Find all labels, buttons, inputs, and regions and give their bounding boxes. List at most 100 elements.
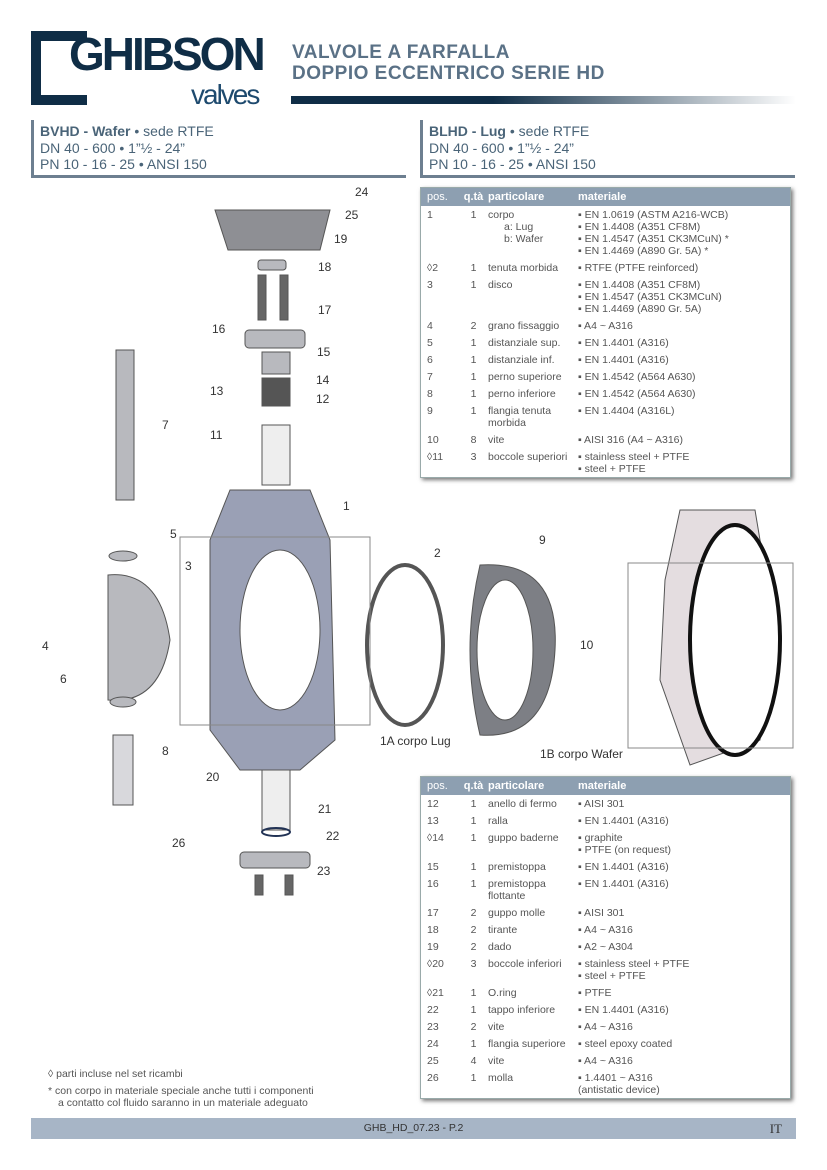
material-line: ▪ steel + PTFE bbox=[578, 970, 646, 982]
part-line: vite bbox=[488, 434, 505, 446]
ghibson-logo: GHIBSON valves bbox=[31, 31, 281, 109]
part-line: O.ring bbox=[488, 987, 517, 999]
document-code: GHB_HD_07.23 - P.2 bbox=[363, 1122, 464, 1134]
material-line: ▪ A4 ~ A316 bbox=[578, 924, 633, 936]
material-line: ▪ AISI 301 bbox=[578, 907, 625, 919]
part-cell: guppo baderne bbox=[486, 832, 578, 856]
part-line: perno superiore bbox=[488, 371, 562, 383]
top-flange bbox=[214, 209, 331, 251]
part-cell: anello di fermo bbox=[486, 798, 578, 810]
material-line: ▪ PTFE bbox=[578, 987, 612, 999]
pos-cell: 16 bbox=[427, 878, 439, 890]
material-line: ▪ EN 1.4401 (A316) bbox=[578, 815, 669, 827]
part-line: disco bbox=[488, 279, 513, 291]
material-line: ▪ EN 1.4401 (A316) bbox=[578, 354, 669, 366]
callout-16: 16 bbox=[212, 322, 226, 336]
part-line: guppo baderne bbox=[488, 832, 559, 844]
seat-ring bbox=[365, 563, 445, 727]
dn-range: DN 40 - 600 • 1”½ - 24” bbox=[429, 139, 574, 156]
part-cell: flangia superiore bbox=[486, 1038, 578, 1050]
header-pos: pos. bbox=[427, 191, 448, 203]
pos-cell: 12 bbox=[427, 798, 439, 810]
pos-cell: 7 bbox=[427, 371, 433, 383]
seat: • sede RTFE bbox=[505, 123, 590, 139]
table-row: 7 1 perno superiore ▪ EN 1.4542 (A564 A630) bbox=[421, 368, 790, 385]
gland-flange bbox=[244, 329, 306, 349]
qty-cell: 1 bbox=[470, 1072, 477, 1084]
pos-cell: 22 bbox=[427, 1004, 439, 1016]
material-line: ▪ EN 1.4404 (A316L) bbox=[578, 405, 675, 417]
part-cell: molla bbox=[486, 1072, 578, 1096]
callout-5: 5 bbox=[170, 527, 177, 541]
header-material: materiale bbox=[578, 191, 627, 203]
material-line: ▪ EN 1.4542 (A564 A630) bbox=[578, 388, 696, 400]
bolt bbox=[284, 874, 294, 896]
pos-cell: 9 bbox=[427, 405, 433, 417]
pn-range: PN 10 - 16 - 25 • ANSI 150 bbox=[40, 156, 207, 172]
material-cell: ▪ EN 1.4542 (A564 A630) bbox=[578, 371, 790, 383]
model-name: BVHD - Wafer bbox=[40, 123, 131, 139]
part-line: grano fissaggio bbox=[488, 320, 560, 332]
material-cell: ▪ EN 1.4404 (A316L) bbox=[578, 405, 790, 429]
material-line: ▪ stainless steel + PTFE bbox=[578, 451, 690, 463]
material-cell: ▪ A4 ~ A316 bbox=[578, 1055, 790, 1067]
part-cell: vite bbox=[486, 1055, 578, 1067]
dn-range: DN 40 - 600 • 1”½ - 24” bbox=[40, 139, 185, 156]
callout-12: 12 bbox=[316, 392, 330, 406]
material-line: ▪ graphite bbox=[578, 832, 623, 844]
qty-cell: 1 bbox=[470, 337, 477, 349]
material-cell: ▪ EN 1.4408 (A351 CF8M)▪ EN 1.4547 (A351… bbox=[578, 279, 790, 315]
material-line: ▪ A2 ~ A304 bbox=[578, 941, 633, 953]
material-cell: ▪ RTFE (PTFE reinforced) bbox=[578, 262, 790, 274]
upper-stem bbox=[115, 349, 135, 501]
callout-8: 8 bbox=[162, 744, 169, 758]
bushings bbox=[261, 424, 291, 486]
material-line: ▪ EN 1.4401 (A316) bbox=[578, 878, 669, 890]
material-cell: ▪ EN 1.4401 (A316) bbox=[578, 337, 790, 349]
qty-cell: 1 bbox=[470, 832, 477, 844]
qty-cell: 1 bbox=[470, 1038, 477, 1050]
callout-6: 6 bbox=[60, 672, 67, 686]
material-line: ▪ EN 1.0619 (ASTM A216-WCB) bbox=[578, 209, 729, 221]
qty-cell: 4 bbox=[470, 1055, 477, 1067]
material-line: ▪ A4 ~ A316 bbox=[578, 1021, 633, 1033]
part-cell: perno inferiore bbox=[486, 388, 578, 400]
callout-25: 25 bbox=[345, 208, 359, 222]
header-part: particolare bbox=[488, 780, 545, 792]
callout-13: 13 bbox=[210, 384, 224, 398]
pos-cell: 1 bbox=[427, 209, 433, 221]
nuts bbox=[257, 259, 287, 271]
qty-cell: 2 bbox=[470, 320, 477, 332]
part-line: distanziale inf. bbox=[488, 354, 555, 366]
note-spare-parts: ◊ parti incluse nel set ricambi bbox=[48, 1068, 183, 1080]
qty-cell: 1 bbox=[470, 388, 477, 400]
material-cell: ▪ stainless steel + PTFE▪ steel + PTFE bbox=[578, 958, 790, 982]
label-wafer-body: 1B corpo Wafer bbox=[540, 747, 623, 761]
qty-cell: 1 bbox=[470, 1004, 477, 1016]
pos-cell: 17 bbox=[427, 907, 439, 919]
tie-rod bbox=[257, 274, 267, 321]
qty-cell: 2 bbox=[470, 924, 477, 936]
qty-cell: 1 bbox=[470, 371, 477, 383]
note-special-material-cont: a contatto col fluido saranno in un mate… bbox=[58, 1097, 308, 1109]
qty-cell: 1 bbox=[470, 405, 477, 417]
header-qty: q.tà bbox=[463, 780, 484, 792]
material-cell: ▪ AISI 316 (A4 ~ A316) bbox=[578, 434, 790, 446]
lower-stem bbox=[112, 734, 134, 806]
header-gradient-bar bbox=[291, 96, 796, 104]
callout-11: 11 bbox=[210, 428, 223, 442]
body-bore bbox=[239, 549, 321, 711]
qty-cell: 1 bbox=[470, 815, 477, 827]
page-title: VALVOLE A FARFALLA DOPPIO ECCENTRICO SER… bbox=[292, 42, 605, 84]
material-line: ▪ EN 1.4469 (A890 Gr. 5A) * bbox=[578, 245, 709, 257]
material-line: ▪ EN 1.4401 (A316) bbox=[578, 337, 669, 349]
